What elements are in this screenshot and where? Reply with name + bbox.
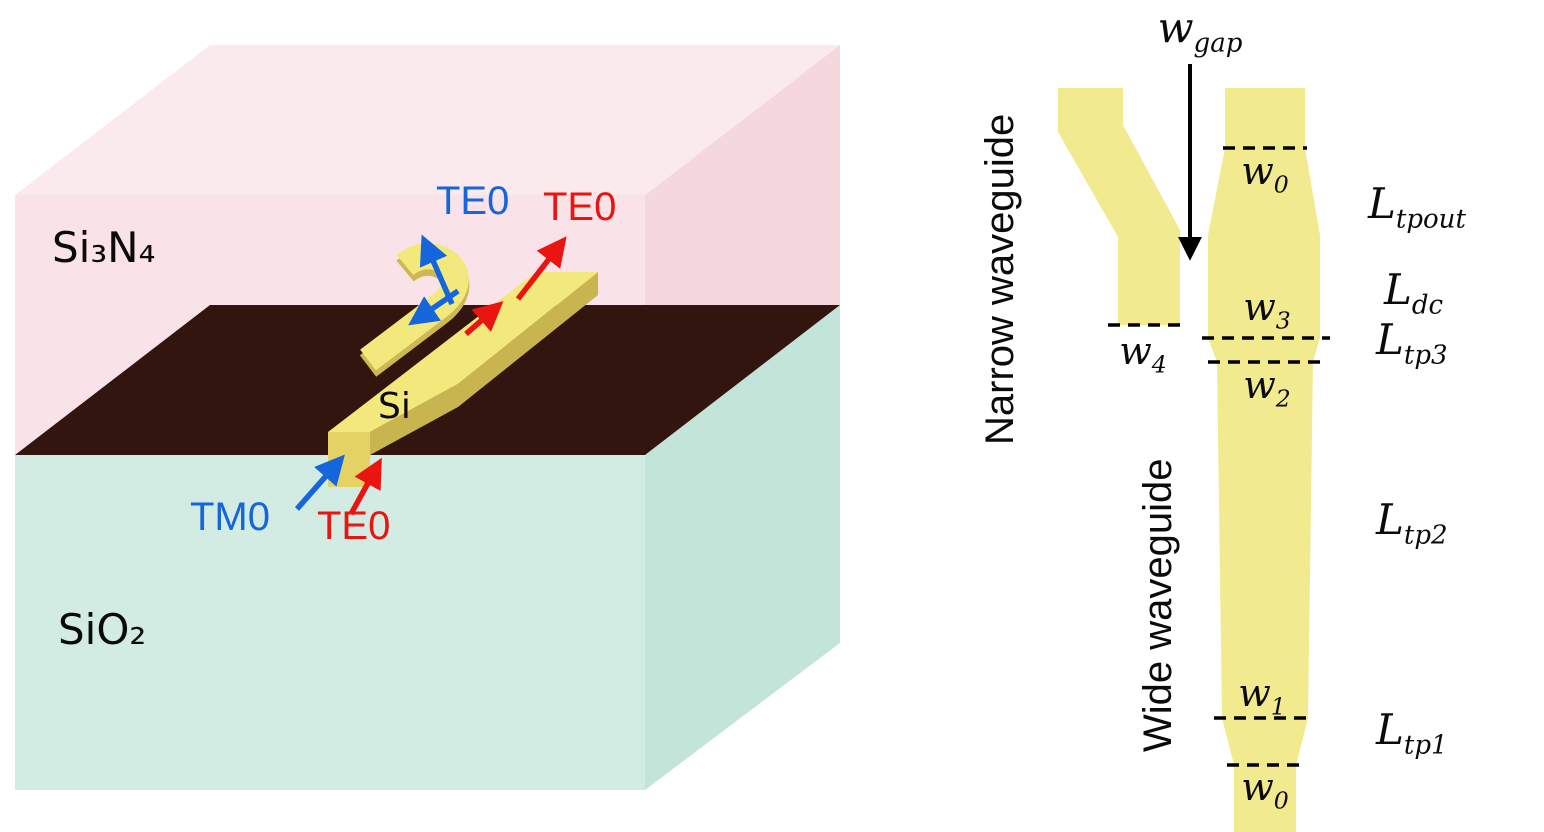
ltp1-sub: tp1	[1403, 730, 1448, 761]
arrow-te0-red-out	[515, 236, 567, 301]
mode-label-tm0-blue-bottom: TM0	[190, 495, 270, 539]
w0-top-sub: 0	[1273, 170, 1289, 199]
ltp2-base: L	[1376, 495, 1404, 544]
core-label: Si	[378, 386, 411, 427]
w3-base: w	[1243, 285, 1276, 329]
ldc-sub: dc	[1411, 290, 1444, 321]
wide-waveguide-shape	[1208, 88, 1320, 832]
w2-base: w	[1243, 363, 1276, 407]
dim-label-w3: w3	[1225, 285, 1309, 335]
ltp3-sub: tp3	[1403, 340, 1448, 371]
length-label-ltpout: Ltpout	[1368, 179, 1466, 235]
wide-waveguide-3d-side	[370, 272, 598, 455]
ltp1-base: L	[1376, 705, 1404, 754]
substrate-side-face	[645, 305, 840, 790]
narrow-waveguide-caption: Narrow waveguide	[978, 113, 1022, 446]
dim-label-w0-top: w0	[1223, 149, 1307, 199]
w0-top-base: w	[1241, 149, 1274, 193]
narrow-waveguide-shape	[1058, 88, 1180, 325]
arrow-tm0-blue-input	[294, 454, 345, 511]
cladding-top-face	[15, 45, 840, 195]
w4-base: w	[1119, 329, 1152, 373]
w1-sub: 1	[1270, 692, 1286, 721]
w0-bottom-sub: 0	[1273, 786, 1289, 815]
structure-3d-graphic	[15, 45, 840, 790]
mode-label-te0-red-top: TE0	[543, 185, 617, 229]
layout-schematic-graphic	[1058, 64, 1330, 832]
cladding-label: Si₃N₄	[52, 223, 156, 272]
dim-label-w1: w1	[1220, 671, 1304, 721]
wide-waveguide-caption: Wide waveguide	[1136, 458, 1180, 752]
dim-label-w2: w2	[1225, 363, 1309, 413]
dim-label-w-gap: wgap	[1135, 3, 1265, 59]
mode-label-te0-blue-top: TE0	[436, 179, 510, 223]
arrow-te0-red-mid	[464, 301, 504, 337]
length-label-ltp1: Ltp1	[1376, 705, 1448, 761]
wide-waveguide-3d-facet	[328, 432, 370, 487]
w-gap-sub: gap	[1193, 28, 1243, 59]
w2-sub: 2	[1275, 384, 1291, 413]
mode-label-te0-red-bottom: TE0	[317, 504, 391, 548]
w3-sub: 3	[1275, 306, 1291, 335]
w1-base: w	[1238, 671, 1271, 715]
w-gap-base: w	[1157, 3, 1194, 52]
ltpout-base: L	[1368, 179, 1396, 228]
arrow-te0-blue-out	[419, 234, 455, 306]
substrate-front-face	[15, 455, 645, 790]
w4-sub: 4	[1151, 350, 1167, 379]
arrow-te0-blue-in-bend	[408, 288, 460, 326]
ltpout-sub: tpout	[1395, 204, 1466, 235]
layout-schematic-panel: Narrow waveguide Wide waveguide wgap w0 …	[940, 0, 1544, 832]
arrow-te0-red-input	[348, 457, 382, 516]
substrate-label: SiO₂	[58, 605, 147, 654]
ltp3-base: L	[1376, 315, 1404, 364]
dim-label-w4: w4	[1100, 329, 1186, 379]
w0-bottom-base: w	[1241, 765, 1274, 809]
ldc-base: L	[1384, 265, 1412, 314]
ltp2-sub: tp2	[1403, 520, 1448, 551]
length-label-ldc: Ldc	[1384, 265, 1444, 321]
length-label-ltp2: Ltp2	[1376, 495, 1448, 551]
structure-3d-panel: Si₃N₄ SiO₂ Si TE0 TE0 TM0 TE0	[15, 45, 840, 790]
dim-label-w0-bottom: w0	[1223, 765, 1307, 815]
length-label-ltp3: Ltp3	[1376, 315, 1448, 371]
wide-waveguide-3d-top	[328, 272, 598, 432]
